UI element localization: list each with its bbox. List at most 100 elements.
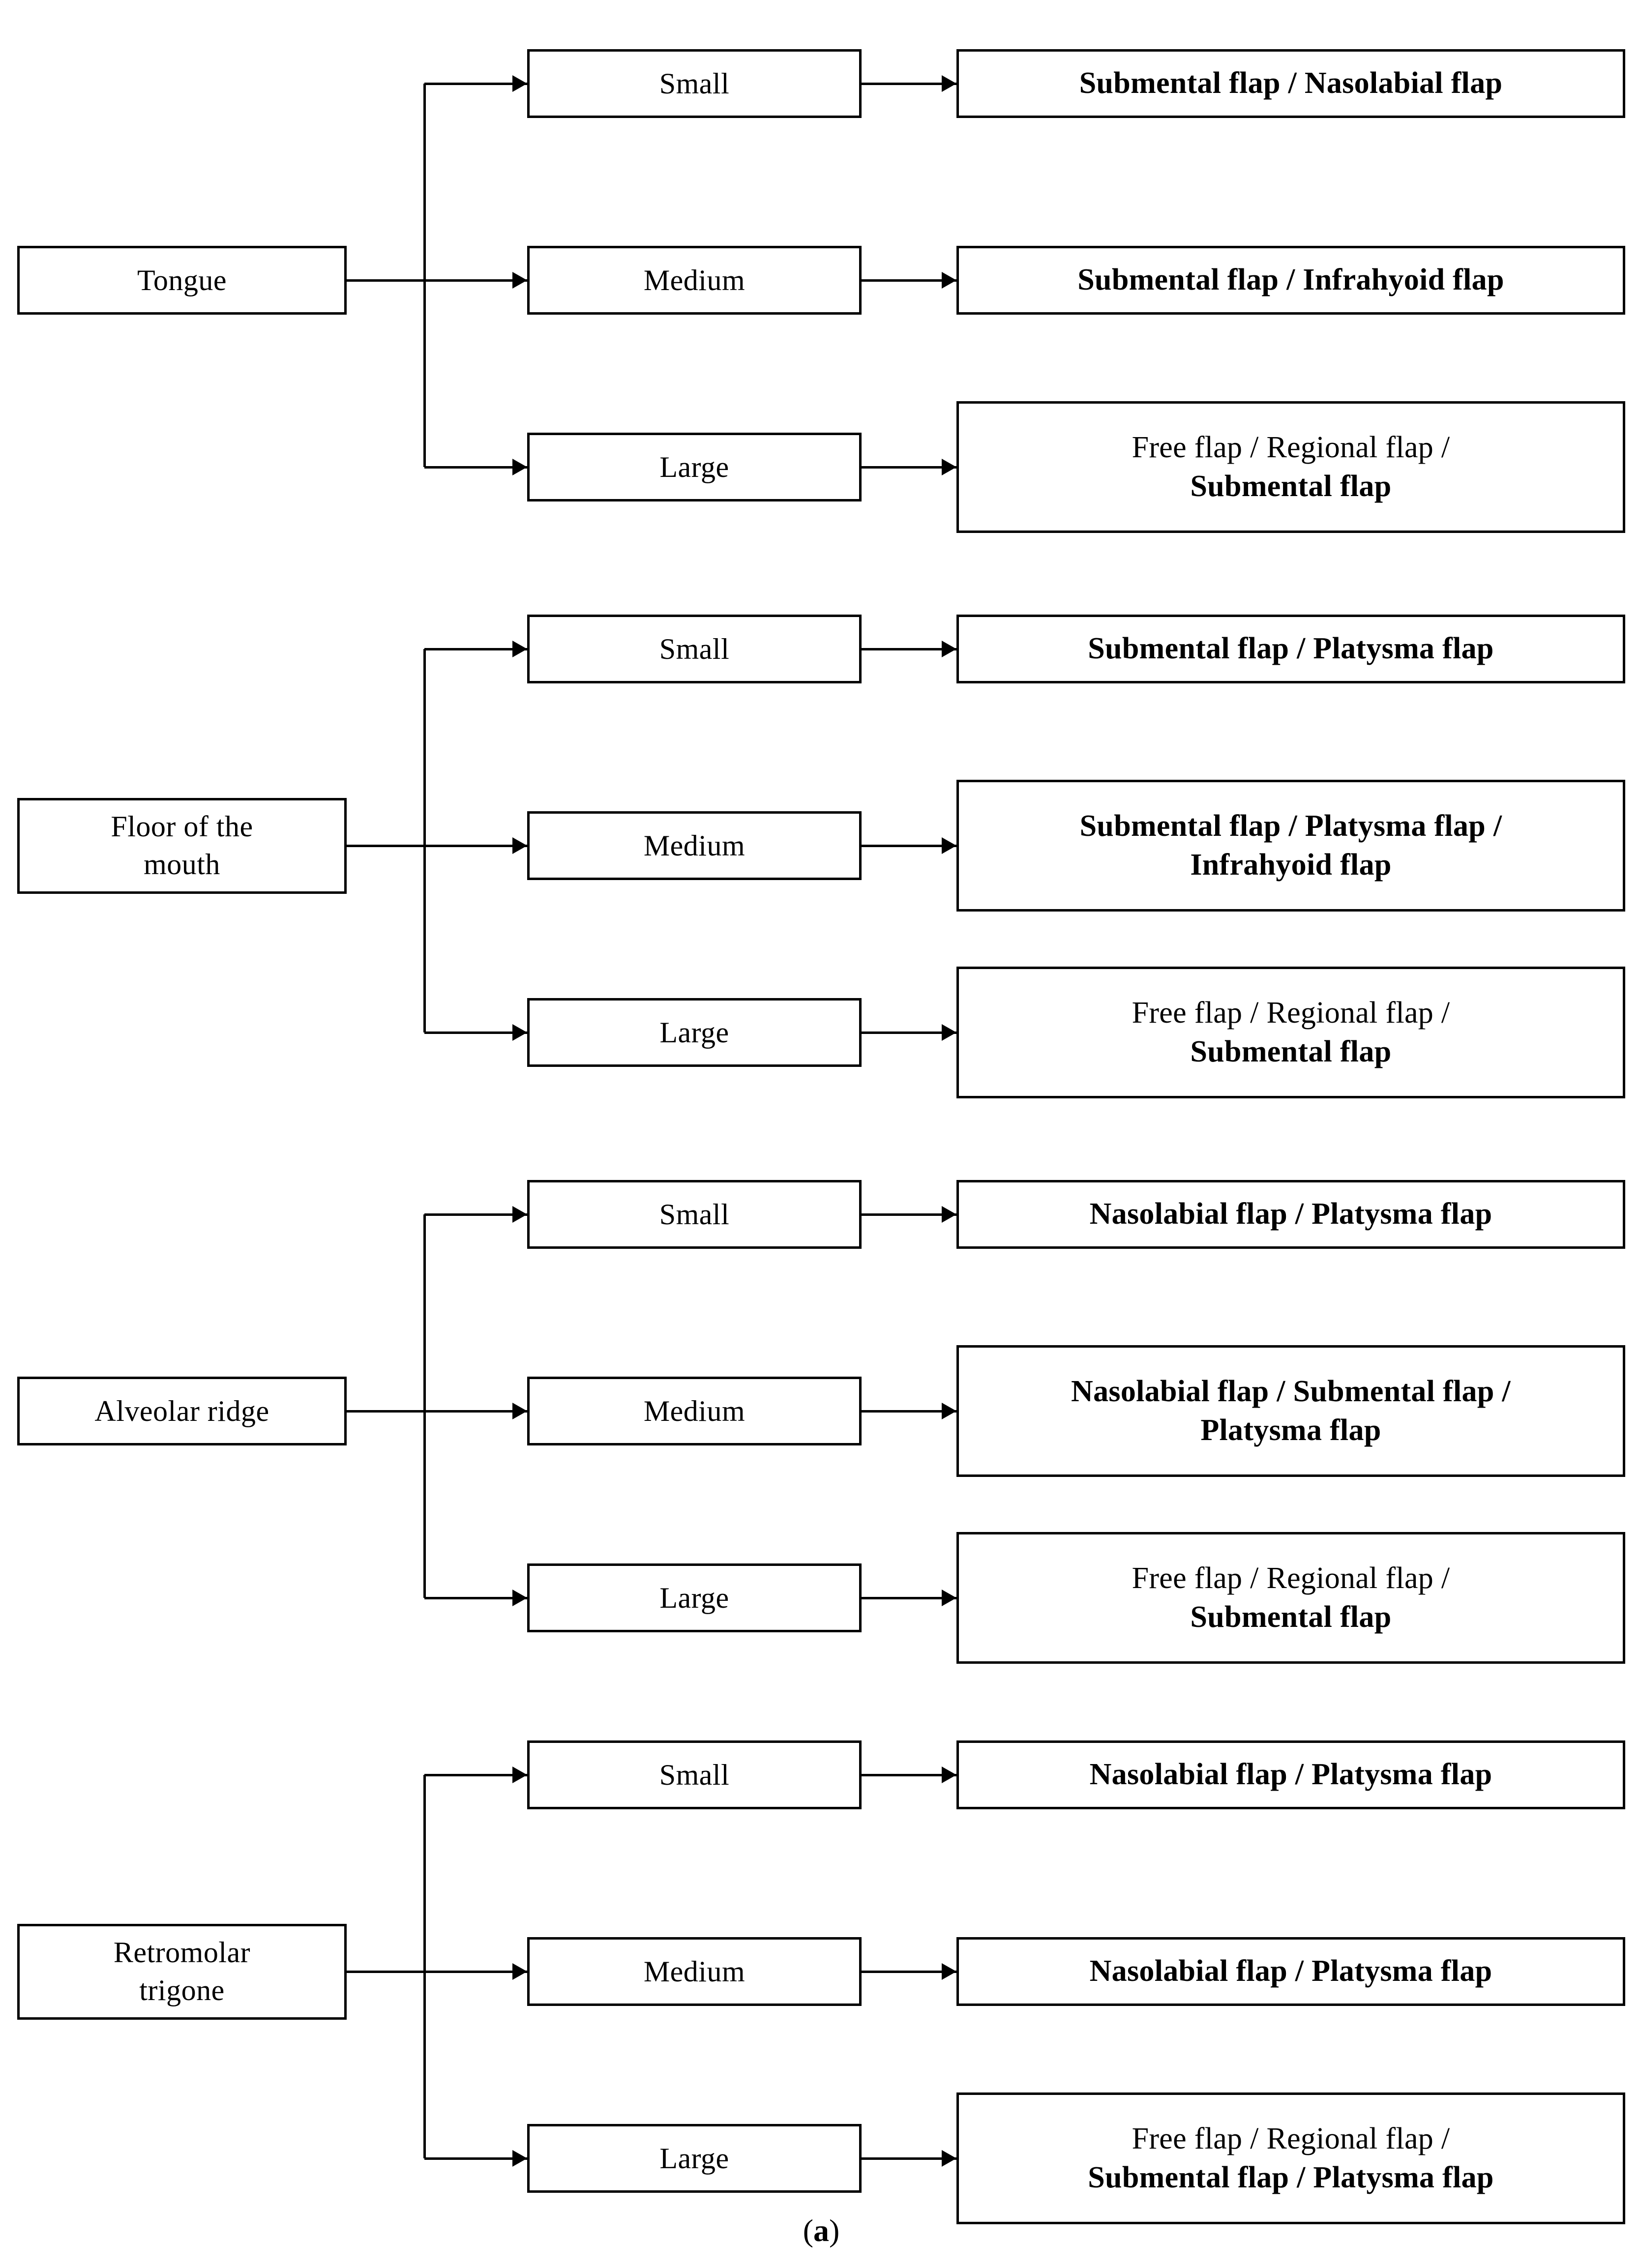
- connector-trunk-2: [423, 649, 426, 1032]
- connector-trunk-to-size-2-1: [424, 648, 527, 650]
- size-label: Large: [659, 1581, 729, 1614]
- size-label: Medium: [643, 264, 745, 296]
- result-box-3-1: Nasolabial flap / Platysma flap: [956, 1180, 1625, 1249]
- connector-size-to-result-1-1: [862, 82, 956, 85]
- connector-size-to-result-3-2: [862, 1410, 956, 1413]
- connector-site-to-trunk-1: [347, 279, 424, 282]
- result-box-2-2: Submental flap / Platysma flap /Infrahyo…: [956, 780, 1625, 912]
- site-box-3: Alveolar ridge: [17, 1377, 347, 1445]
- caption-letter: a: [813, 2213, 829, 2248]
- size-box-3-1: Small: [527, 1180, 862, 1249]
- arrow-to-result-4-3: [942, 2150, 956, 2167]
- result-label: Free flap / Regional flap /Submental fla…: [1132, 996, 1450, 1068]
- arrow-to-size-2-2: [512, 837, 527, 854]
- result-label: Free flap / Regional flap /Submental fla…: [1088, 2121, 1494, 2194]
- size-box-3-2: Medium: [527, 1377, 862, 1445]
- result-box-4-3: Free flap / Regional flap /Submental fla…: [956, 2092, 1625, 2224]
- arrow-to-result-2-1: [942, 641, 956, 657]
- connector-trunk-to-size-3-2: [424, 1410, 527, 1413]
- arrow-to-result-4-1: [942, 1767, 956, 1783]
- arrow-to-size-4-2: [512, 1963, 527, 1980]
- arrow-to-result-1-2: [942, 272, 956, 289]
- connector-trunk-to-size-2-2: [424, 844, 527, 847]
- connector-size-to-result-4-3: [862, 2157, 956, 2160]
- connector-size-to-result-1-2: [862, 279, 956, 282]
- result-label: Submental flap / Platysma flap: [1088, 632, 1494, 666]
- figure-caption: (a): [723, 2212, 920, 2249]
- result-box-3-2: Nasolabial flap / Submental flap /Platys…: [956, 1345, 1625, 1477]
- connector-trunk-to-size-2-3: [424, 1031, 527, 1034]
- connector-size-to-result-3-3: [862, 1596, 956, 1599]
- result-box-4-1: Nasolabial flap / Platysma flap: [956, 1740, 1625, 1809]
- result-box-4-2: Nasolabial flap / Platysma flap: [956, 1937, 1625, 2006]
- size-box-4-1: Small: [527, 1740, 862, 1809]
- site-label: Alveolar ridge: [94, 1394, 269, 1427]
- arrow-to-size-2-3: [512, 1024, 527, 1041]
- connector-trunk-to-size-3-1: [424, 1213, 527, 1216]
- arrow-to-size-2-1: [512, 641, 527, 657]
- arrow-to-size-1-2: [512, 272, 527, 289]
- result-label: Nasolabial flap / Submental flap /Platys…: [1071, 1374, 1511, 1447]
- arrow-to-result-2-2: [942, 837, 956, 854]
- size-label: Small: [659, 632, 730, 665]
- connector-site-to-trunk-4: [347, 1970, 424, 1973]
- result-box-2-1: Submental flap / Platysma flap: [956, 615, 1625, 683]
- size-label: Small: [659, 67, 730, 100]
- result-box-1-1: Submental flap / Nasolabial flap: [956, 49, 1625, 118]
- size-box-2-1: Small: [527, 615, 862, 683]
- arrow-to-size-4-3: [512, 2150, 527, 2167]
- size-box-4-3: Large: [527, 2124, 862, 2193]
- result-label: Nasolabial flap / Platysma flap: [1089, 1954, 1492, 1988]
- arrow-to-size-4-1: [512, 1767, 527, 1783]
- size-box-2-3: Large: [527, 998, 862, 1067]
- arrow-to-result-1-1: [942, 75, 956, 92]
- connector-trunk-to-size-1-2: [424, 279, 527, 282]
- connector-size-to-result-2-2: [862, 844, 956, 847]
- site-label: Tongue: [137, 264, 227, 296]
- arrow-to-result-2-3: [942, 1024, 956, 1041]
- connector-size-to-result-2-3: [862, 1031, 956, 1034]
- size-box-3-3: Large: [527, 1563, 862, 1632]
- connector-trunk-4: [423, 1775, 426, 2158]
- size-label: Large: [659, 450, 729, 483]
- connector-trunk-to-size-1-1: [424, 82, 527, 85]
- arrow-to-size-3-1: [512, 1206, 527, 1223]
- size-label: Medium: [643, 1955, 745, 1988]
- arrow-to-size-3-3: [512, 1590, 527, 1606]
- size-label: Small: [659, 1198, 730, 1231]
- result-label: Nasolabial flap / Platysma flap: [1089, 1197, 1492, 1231]
- size-label: Small: [659, 1758, 730, 1791]
- result-box-1-2: Submental flap / Infrahyoid flap: [956, 246, 1625, 315]
- connector-size-to-result-3-1: [862, 1213, 956, 1216]
- connector-trunk-to-size-3-3: [424, 1596, 527, 1599]
- connector-trunk-to-size-1-3: [424, 466, 527, 469]
- result-box-2-3: Free flap / Regional flap /Submental fla…: [956, 967, 1625, 1098]
- result-label: Free flap / Regional flap /Submental fla…: [1132, 430, 1450, 503]
- arrow-to-result-3-3: [942, 1590, 956, 1606]
- size-box-2-2: Medium: [527, 811, 862, 880]
- result-label: Submental flap / Infrahyoid flap: [1077, 263, 1504, 297]
- arrow-to-result-3-2: [942, 1403, 956, 1419]
- size-label: Large: [659, 1016, 729, 1049]
- connector-trunk-to-size-4-3: [424, 2157, 527, 2160]
- size-box-4-2: Medium: [527, 1937, 862, 2006]
- size-label: Large: [659, 2142, 729, 2175]
- connector-site-to-trunk-3: [347, 1410, 424, 1413]
- connector-size-to-result-1-3: [862, 466, 956, 469]
- result-box-3-3: Free flap / Regional flap /Submental fla…: [956, 1532, 1625, 1664]
- size-label: Medium: [643, 829, 745, 862]
- connector-trunk-to-size-4-1: [424, 1773, 527, 1776]
- arrow-to-size-3-2: [512, 1403, 527, 1419]
- arrow-to-size-1-3: [512, 459, 527, 475]
- caption-suffix: ): [829, 2213, 840, 2248]
- connector-trunk-1: [423, 84, 426, 467]
- size-box-1-3: Large: [527, 433, 862, 501]
- result-label: Free flap / Regional flap /Submental fla…: [1132, 1561, 1450, 1634]
- connector-trunk-3: [423, 1214, 426, 1598]
- arrow-to-result-1-3: [942, 459, 956, 475]
- connector-size-to-result-2-1: [862, 648, 956, 650]
- result-label: Submental flap / Nasolabial flap: [1079, 66, 1503, 100]
